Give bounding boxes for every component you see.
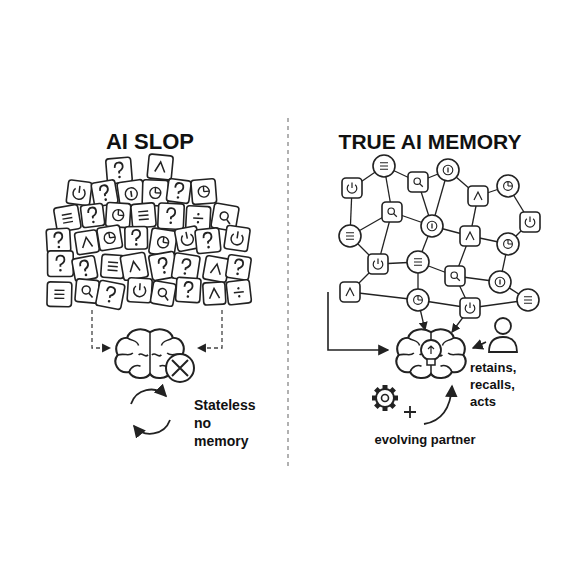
action-note: retains, recalls, acts xyxy=(470,360,540,411)
dashed-arrow xyxy=(198,310,222,348)
plus-sign xyxy=(404,406,416,418)
cycle-arrows xyxy=(131,390,170,434)
divider xyxy=(287,118,288,470)
panel-heading: AI SLOP xyxy=(30,128,270,157)
icon-network xyxy=(339,155,540,332)
dashed-arrow xyxy=(92,310,110,348)
status-note: Stateless no memory xyxy=(194,396,268,451)
partner-note: evolving partner xyxy=(370,432,480,449)
input-arrow xyxy=(328,292,388,350)
gear-icon xyxy=(372,385,398,411)
icon-pile xyxy=(46,154,252,310)
evolve-arrow xyxy=(424,386,452,424)
brain-icon xyxy=(396,329,465,378)
person-icon xyxy=(489,318,517,352)
brain-icon xyxy=(115,329,194,382)
person-arrow xyxy=(473,342,486,348)
panel-heading: TRUE AI MEMORY xyxy=(300,128,560,155)
